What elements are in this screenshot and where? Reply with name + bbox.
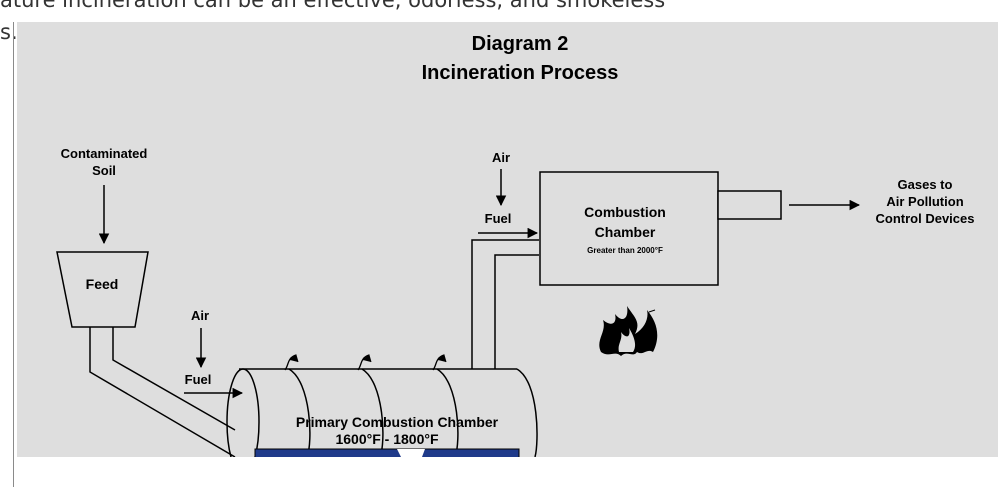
gases-label-line3: Control Devices — [876, 211, 975, 226]
primary-chamber-label: Primary Combustion Chamber — [296, 414, 499, 430]
feed-hopper — [56, 251, 149, 328]
fuel-label-secondary: Fuel — [485, 211, 512, 226]
combustion-chamber-label-line1: Combustion — [584, 204, 666, 220]
air-label-secondary: Air — [492, 150, 510, 165]
feed-chute-right — [112, 327, 236, 431]
flame-icon — [599, 306, 658, 356]
page-text-fragment: s. — [0, 20, 18, 44]
feed-chute-left — [89, 327, 236, 457]
feed-label: Feed — [86, 276, 119, 292]
air-label-primary: Air — [191, 308, 209, 323]
gases-label-line1: Gases to — [898, 177, 953, 192]
combustion-chamber-temp: Greater than 2000°F — [587, 246, 663, 255]
soil-label-line2: Soil — [92, 163, 116, 178]
exhaust-stub — [717, 190, 782, 220]
primary-chamber-temp: 1600°F - 1800°F — [335, 431, 438, 447]
gases-label-line2: Air Pollution — [886, 194, 963, 209]
ash-bin — [254, 448, 520, 457]
diagram-title: Diagram 2 — [472, 33, 569, 55]
page-body-text-fragment: ature incineration can be an effective, … — [0, 0, 666, 12]
diagram-canvas: Diagram 2 Incineration Process Contamina… — [56, 33, 975, 457]
combustion-chamber-label-line2: Chamber — [595, 224, 656, 240]
secondary-combustion-chamber — [539, 171, 719, 286]
duct-inner — [494, 254, 539, 369]
incineration-diagram: Diagram 2 Incineration Process Contamina… — [17, 22, 998, 457]
duct-outer — [471, 239, 539, 369]
diagram-subtitle: Incineration Process — [422, 62, 619, 84]
fuel-label-primary: Fuel — [185, 372, 212, 387]
primary-combustion-chamber — [226, 354, 538, 457]
soil-label-line1: Contaminated — [61, 146, 148, 161]
figure-border — [13, 22, 14, 487]
